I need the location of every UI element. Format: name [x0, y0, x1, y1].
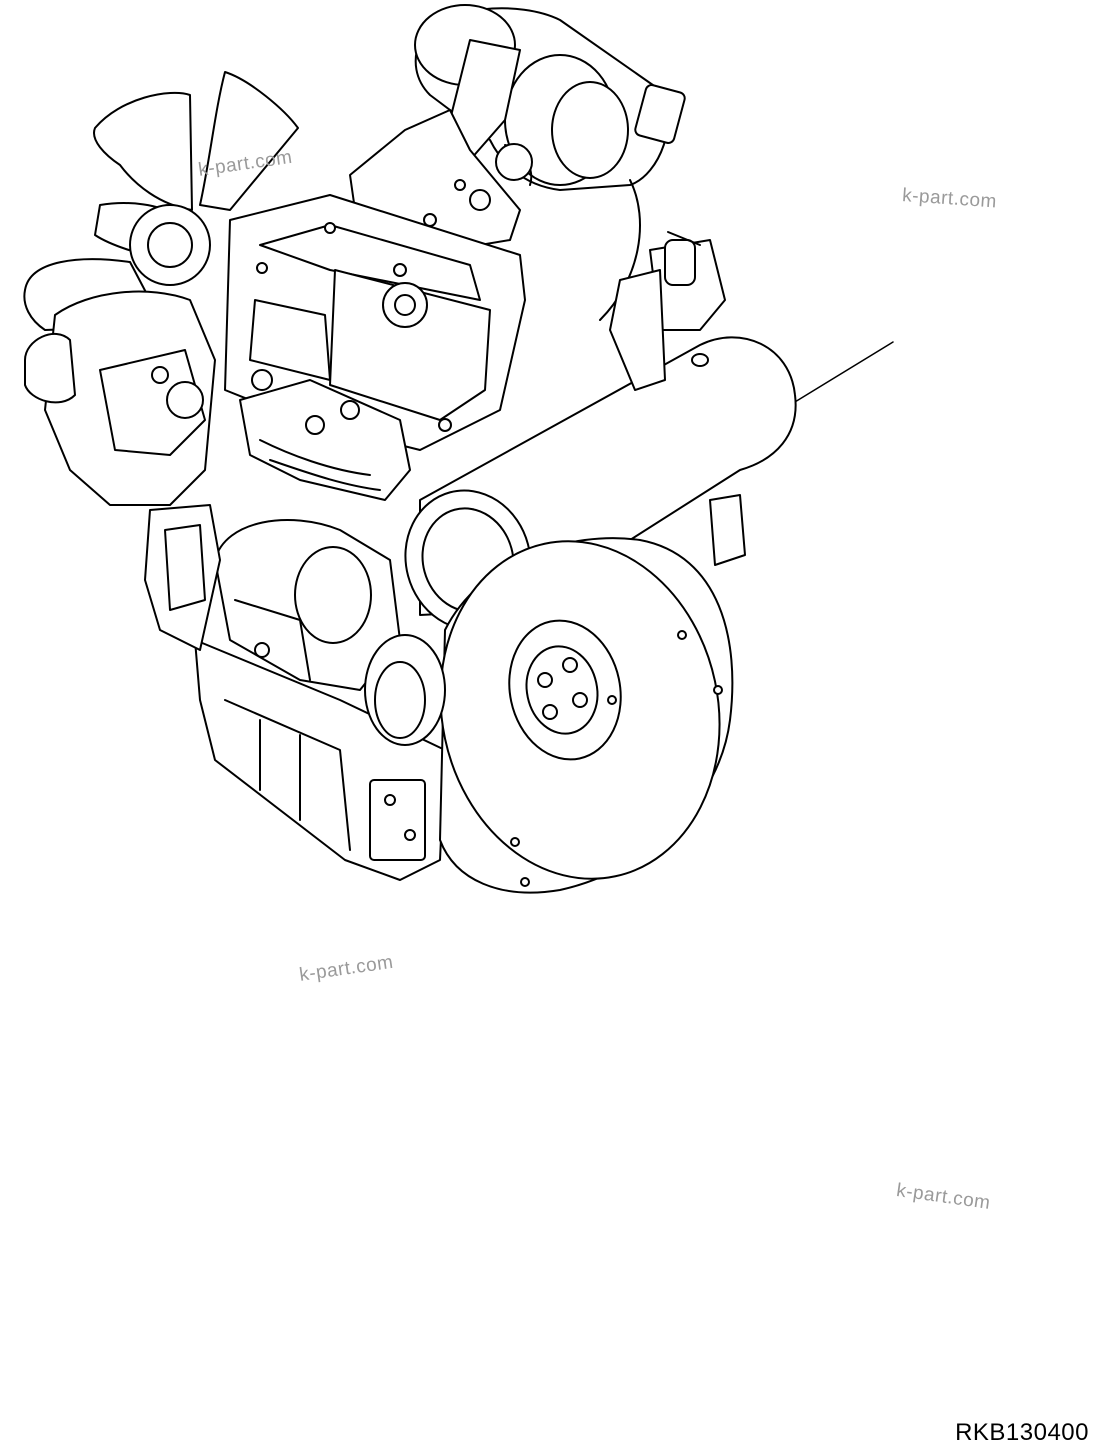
alternator: [25, 292, 215, 505]
drawing-id: RKB130400: [955, 1419, 1089, 1446]
flywheel-housing: [365, 515, 750, 905]
engine-mount: [145, 505, 220, 650]
starter-motor: [215, 520, 400, 690]
fuel-injection-lines: [240, 370, 410, 500]
leader-line: [790, 342, 893, 405]
oil-pan: [195, 640, 445, 880]
cooling-fan: [24, 72, 298, 330]
fuel-filter: [610, 232, 725, 390]
